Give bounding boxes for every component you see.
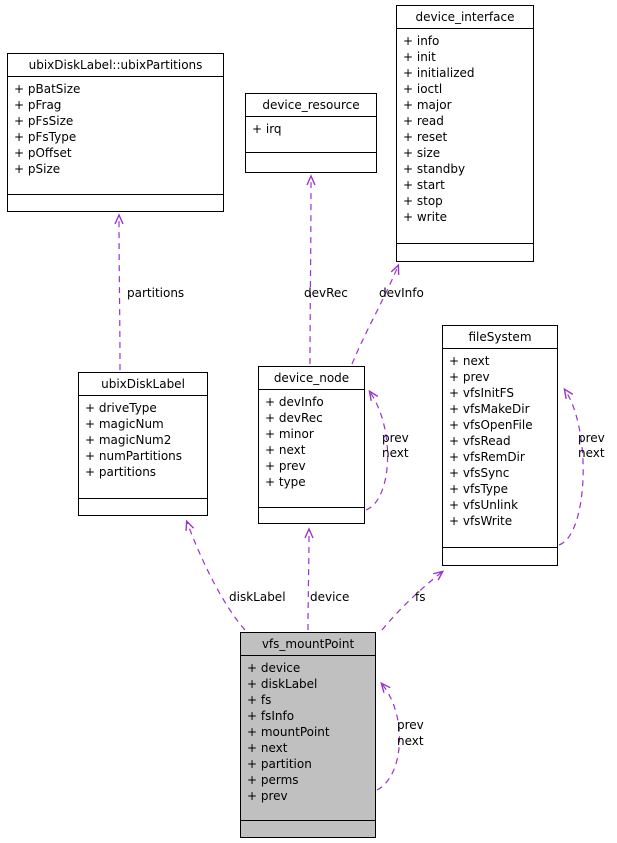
class-attribute: + vfsOpenFile bbox=[449, 418, 533, 432]
class-title: device_interface bbox=[397, 6, 533, 29]
class-attribute: + next bbox=[247, 741, 288, 755]
class-attribute: + size bbox=[403, 146, 441, 160]
class-attribute: + magicNum2 bbox=[85, 433, 172, 447]
class-attribute: + vfsUnlink bbox=[449, 498, 519, 512]
edge-label-filesystem-prev: prev bbox=[578, 431, 605, 445]
class-attribute: + magicNum bbox=[85, 417, 164, 431]
class-operations bbox=[246, 153, 376, 181]
class-attribute: + devRec bbox=[265, 411, 323, 425]
class-attribute: + vfsWrite bbox=[449, 514, 513, 528]
class-title: device_node bbox=[259, 367, 364, 390]
class-attributes: + pBatSize + pFrag + pFsSize + pFsType +… bbox=[8, 77, 223, 195]
class-attribute: + next bbox=[265, 443, 306, 457]
edge-disklabel bbox=[185, 519, 246, 631]
class-operations bbox=[259, 508, 364, 536]
class-attributes: + next + prev + vfsInitFS + vfsMakeDir +… bbox=[443, 349, 557, 548]
class-attribute: + next bbox=[449, 354, 490, 368]
class-attribute: + fs bbox=[247, 693, 272, 707]
class-attribute: + numPartitions bbox=[85, 449, 183, 463]
class-attribute: + prev bbox=[449, 370, 490, 384]
class-attribute: + irq bbox=[252, 122, 282, 136]
class-attribute: + partition bbox=[247, 757, 312, 771]
edge-label-device-node-next: next bbox=[382, 446, 409, 460]
class-box-ubix-disk-label[interactable]: ubixDiskLabel + driveType + magicNum + m… bbox=[78, 372, 208, 516]
class-attribute: + pFrag bbox=[14, 98, 62, 112]
class-box-vfs-mountpoint[interactable]: vfs_mountPoint + device + diskLabel + fs… bbox=[240, 632, 376, 838]
class-attributes: + info + init + initialized + ioctl + ma… bbox=[397, 29, 533, 244]
class-attribute: + diskLabel bbox=[247, 677, 318, 691]
edge-fs bbox=[381, 570, 445, 631]
class-attribute: + pFsSize bbox=[14, 114, 74, 128]
edge-label-devrec: devRec bbox=[304, 286, 348, 300]
class-title: fileSystem bbox=[443, 326, 557, 349]
edge-label-filesystem-next: next bbox=[578, 446, 605, 460]
edge-label-devinfo: devInfo bbox=[379, 286, 424, 300]
class-attributes: + devInfo + devRec + minor + next + prev… bbox=[259, 390, 364, 508]
edge-label-fs: fs bbox=[415, 590, 426, 604]
class-title: ubixDiskLabel::ubixPartitions bbox=[8, 54, 223, 77]
edge-filesystem-self bbox=[558, 387, 584, 546]
edge-label-mountpoint-prev: prev bbox=[397, 718, 424, 732]
class-attribute: + vfsType bbox=[449, 482, 509, 496]
class-operations bbox=[8, 195, 223, 223]
class-attributes: + device + diskLabel + fs + fsInfo + mou… bbox=[241, 656, 375, 821]
class-attribute: + prev bbox=[247, 789, 288, 803]
class-attribute: + vfsInitFS bbox=[449, 386, 514, 400]
edge-label-device-node-prev: prev bbox=[382, 431, 409, 445]
class-operations bbox=[397, 244, 533, 272]
class-attribute: + stop bbox=[403, 194, 443, 208]
class-attribute: + mountPoint bbox=[247, 725, 330, 739]
class-attribute: + info bbox=[403, 34, 440, 48]
class-attribute: + prev bbox=[265, 459, 306, 473]
class-attribute: + vfsRead bbox=[449, 434, 511, 448]
class-box-device-resource[interactable]: device_resource + irq bbox=[245, 93, 377, 173]
class-box-device-node[interactable]: device_node + devInfo + devRec + minor +… bbox=[258, 366, 365, 524]
class-operations bbox=[79, 499, 207, 527]
class-attribute: + read bbox=[403, 114, 444, 128]
class-box-ubix-partitions[interactable]: ubixDiskLabel::ubixPartitions + pBatSize… bbox=[7, 53, 224, 212]
class-attribute: + partitions bbox=[85, 465, 157, 479]
class-attribute: + driveType bbox=[85, 401, 157, 415]
class-box-device-interface[interactable]: device_interface + info + init + initial… bbox=[396, 5, 534, 262]
class-attribute: + perms bbox=[247, 773, 299, 787]
class-attribute: + minor bbox=[265, 427, 314, 441]
edge-devinfo bbox=[351, 263, 400, 365]
class-attribute: + ioctl bbox=[403, 82, 443, 96]
class-attribute: + write bbox=[403, 210, 448, 224]
class-attribute: + vfsMakeDir bbox=[449, 402, 530, 416]
class-attribute: + pSize bbox=[14, 162, 61, 176]
class-attribute: + devInfo bbox=[265, 395, 324, 409]
class-title: vfs_mountPoint bbox=[241, 633, 375, 656]
edge-partitions bbox=[114, 213, 124, 371]
edge-label-disklabel: diskLabel bbox=[229, 590, 286, 604]
class-title: ubixDiskLabel bbox=[79, 373, 207, 396]
class-operations bbox=[241, 821, 375, 843]
class-attribute: + pOffset bbox=[14, 146, 72, 160]
class-attribute: + initialized bbox=[403, 66, 475, 80]
edge-devrec bbox=[306, 174, 316, 365]
class-attributes: + irq bbox=[246, 117, 376, 153]
class-attribute: + pBatSize bbox=[14, 82, 81, 96]
class-box-file-system[interactable]: fileSystem + next + prev + vfsInitFS + v… bbox=[442, 325, 558, 566]
class-attribute: + vfsRemDir bbox=[449, 450, 525, 464]
class-attribute: + type bbox=[265, 475, 306, 489]
class-operations bbox=[443, 548, 557, 576]
class-attribute: + device bbox=[247, 661, 301, 675]
class-attribute: + major bbox=[403, 98, 452, 112]
edge-label-partitions: partitions bbox=[127, 286, 185, 300]
class-attribute: + standby bbox=[403, 162, 466, 176]
class-attribute: + start bbox=[403, 178, 445, 192]
edge-device bbox=[304, 527, 314, 631]
edge-label-mountpoint-next: next bbox=[397, 734, 424, 748]
class-attribute: + reset bbox=[403, 130, 448, 144]
class-attributes: + driveType + magicNum + magicNum2 + num… bbox=[79, 396, 207, 499]
class-attribute: + pFsType bbox=[14, 130, 77, 144]
class-attribute: + fsInfo bbox=[247, 709, 295, 723]
class-attribute: + vfsSync bbox=[449, 466, 510, 480]
edge-label-device: device bbox=[310, 590, 350, 604]
class-attribute: + init bbox=[403, 50, 436, 64]
class-title: device_resource bbox=[246, 94, 376, 117]
